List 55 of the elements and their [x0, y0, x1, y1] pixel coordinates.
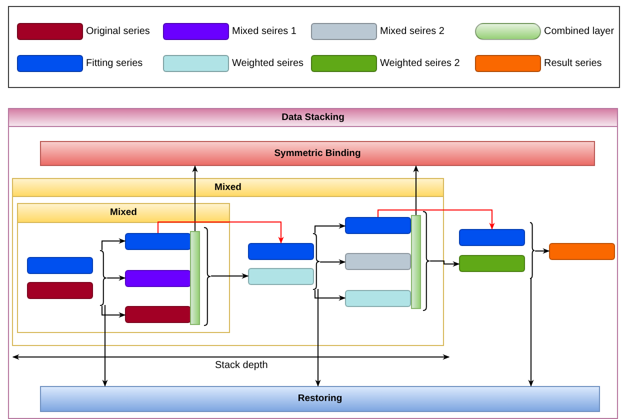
series-box: [248, 243, 314, 260]
legend-label: Original series: [86, 26, 150, 37]
layer-bar: [40, 141, 595, 166]
series-box: [125, 306, 191, 323]
panel-header: Data Stacking: [9, 109, 617, 127]
series-box: [459, 229, 525, 246]
series-box: [125, 270, 191, 287]
container-panel: [8, 108, 618, 419]
series-box: [345, 217, 411, 234]
arrow: [378, 210, 495, 230]
arrow: [102, 306, 126, 318]
curly-brace: [203, 227, 211, 326]
arrow: [102, 304, 108, 387]
combined-layer-bar: [411, 215, 421, 309]
arrow: [528, 278, 534, 387]
legend-label: Combined layer: [544, 26, 614, 37]
panel-header: Mixed: [13, 179, 443, 197]
arrow: [413, 165, 419, 216]
legend-label: Weighted seires 2: [380, 58, 460, 69]
series-box: [27, 257, 93, 274]
series-box: [27, 282, 93, 299]
arrow: [102, 238, 126, 250]
series-box: [345, 290, 411, 307]
curly-brace: [99, 250, 107, 306]
legend-label: Result series: [544, 58, 602, 69]
layer-label: Symmetric Binding: [273, 147, 362, 161]
series-box: [549, 243, 615, 260]
group-panel: [12, 178, 444, 346]
arrow: [534, 248, 550, 254]
arrow: [315, 288, 321, 387]
layer-label: Restoring: [296, 392, 344, 406]
arrow: [314, 290, 346, 301]
arrow: [192, 165, 198, 232]
legend-label: Weighted seires: [232, 58, 304, 69]
series-box: [248, 268, 314, 285]
arrow: [210, 273, 249, 279]
dimension-label: Stack depth: [215, 360, 268, 371]
legend-label: Mixed seires 2: [380, 26, 444, 37]
panel-header: Mixed: [18, 204, 229, 223]
group-panel: [17, 203, 230, 333]
combined-layer-bar: [190, 231, 200, 325]
layer-bar: [40, 386, 600, 412]
legend-label: Mixed seires 1: [232, 26, 296, 37]
arrow: [106, 275, 126, 281]
curly-brace: [312, 233, 320, 290]
arrow: [158, 222, 284, 244]
arrow: [320, 259, 346, 265]
arrow: [430, 260, 460, 267]
series-box: [125, 233, 191, 250]
series-box: [345, 253, 411, 270]
legend-label: Fitting series: [86, 58, 143, 69]
arrow: [314, 223, 346, 234]
curly-brace: [529, 222, 535, 279]
curly-brace: [422, 211, 430, 311]
series-box: [459, 255, 525, 272]
